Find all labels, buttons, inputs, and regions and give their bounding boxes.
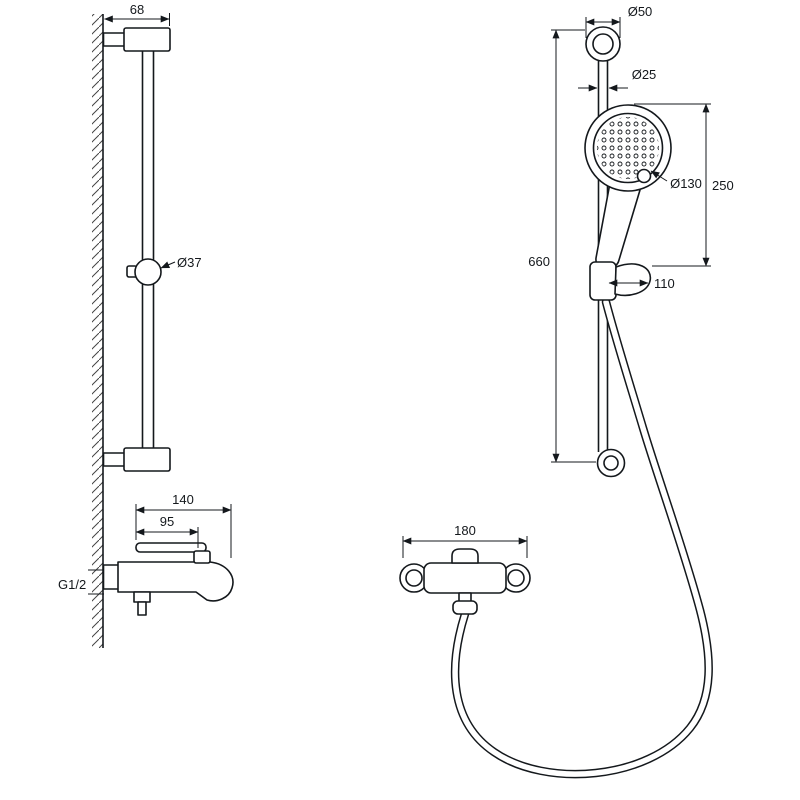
slide-bar-holder: [589, 261, 652, 301]
dim-label-pipe-diameter: Ø25: [632, 67, 657, 82]
hose-fill: [452, 299, 712, 777]
dim-label-spout-reach: 140: [172, 492, 194, 507]
dimension-rail-height: 660: [528, 29, 596, 463]
mixer-outlet-nut: [452, 600, 478, 615]
mixer: [399, 548, 531, 615]
bottom-bracket: [123, 447, 171, 472]
dim-label-mixer-width: 180: [454, 523, 476, 538]
mixer-cartridge: [193, 550, 211, 564]
dim-label-head-diameter: Ø130: [670, 176, 702, 191]
hose-outline: [450, 297, 713, 779]
bottom-cap-inner: [603, 455, 619, 471]
left-mixer-side-view: [102, 542, 234, 616]
leader-line: [160, 261, 176, 269]
dimension-holder-width: 110: [608, 276, 675, 291]
mixer-wall-plate: [102, 564, 120, 590]
mixer-body: [423, 562, 507, 594]
slide-bar-tube: [141, 49, 155, 453]
holder-clamp: [589, 261, 617, 301]
hand-shower-handle: [595, 182, 641, 269]
leader-line: [650, 170, 668, 182]
top-bracket: [123, 27, 171, 52]
mixer-lever: [135, 542, 207, 553]
mixer-top-knob: [451, 548, 479, 564]
hose-outlet-pipe: [137, 601, 147, 616]
dimension-top-cap-diameter: Ø50: [585, 4, 653, 38]
dimension-head-diameter: Ø130: [650, 170, 702, 191]
spray-nozzles: [597, 117, 659, 179]
dim-label-thread-size: G1/2: [58, 577, 86, 592]
top-wall-plate: [102, 32, 126, 47]
hose-outlet: [133, 591, 151, 603]
mixer-body-spout: [117, 561, 234, 602]
dim-label-top-cap-diameter: Ø50: [628, 4, 653, 19]
dimension-bracket-width: 68: [104, 2, 170, 26]
top-cap-inner: [592, 33, 614, 55]
dim-label-glider-diameter: Ø37: [177, 255, 202, 270]
bottom-wall-plate: [102, 452, 126, 467]
left-slide-bar: [102, 27, 171, 472]
dimension-glider-diameter: Ø37: [160, 255, 202, 270]
dimension-spout-offset: 95: [135, 514, 199, 548]
hand-shower: [584, 104, 672, 269]
dim-label-head-to-holder: 250: [712, 178, 734, 193]
glider: [134, 258, 162, 286]
wall: [92, 14, 104, 648]
dimension-pipe-diameter: Ø25: [578, 67, 657, 92]
wall-hatching: [92, 14, 103, 648]
dim-label-rail-height: 660: [528, 254, 550, 269]
dim-label-holder-width: 110: [654, 276, 675, 291]
dim-label-bracket-width: 68: [130, 2, 144, 17]
shower-hose: [450, 297, 713, 779]
dim-label-spout-offset: 95: [160, 514, 174, 529]
mixer-left-flange-inner: [405, 569, 423, 587]
dimension-head-to-holder: 250: [634, 103, 734, 267]
dimension-thread-size: G1/2: [58, 569, 104, 595]
spray-mode-button: [636, 168, 652, 184]
holder-cradle: [614, 263, 652, 297]
mixer-right-flange-inner: [507, 569, 525, 587]
dimension-mixer-width: 180: [402, 523, 528, 558]
